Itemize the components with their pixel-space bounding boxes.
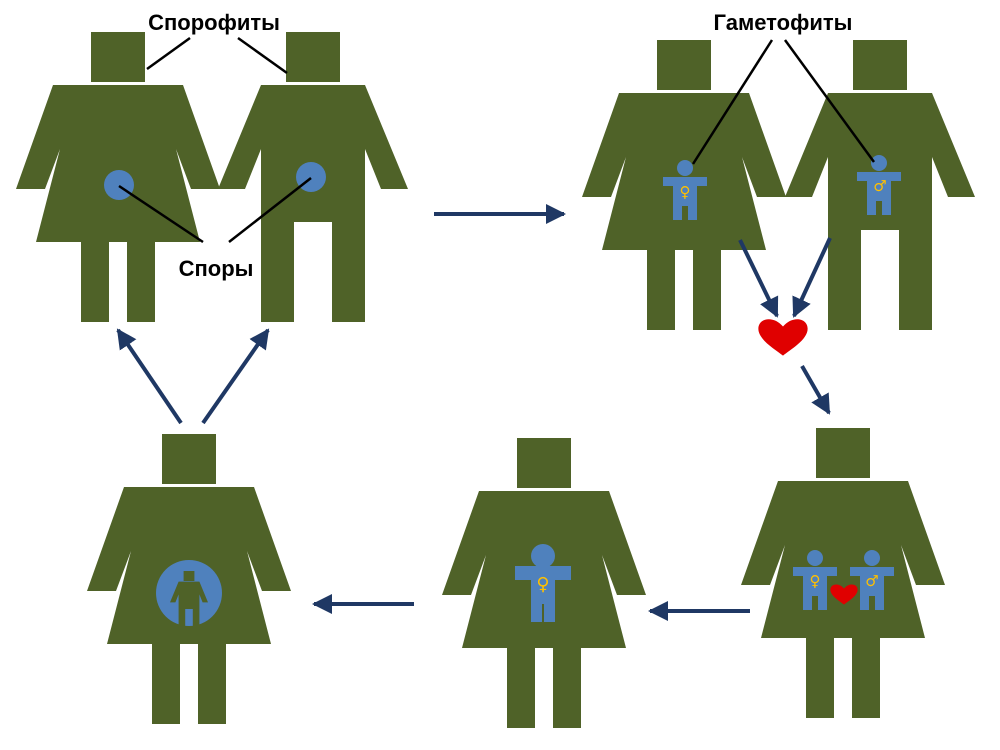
female-symbol-icon: ♀ <box>810 572 821 590</box>
spore-female <box>104 170 134 200</box>
sporophytes-label: Спорофиты <box>148 10 280 35</box>
heart-icon <box>758 319 808 356</box>
female-symbol-icon: ♀ <box>680 183 691 201</box>
female-symbol-icon: ♀ <box>536 574 549 595</box>
male-symbol-icon: ♂ <box>865 572 878 590</box>
gametophytes-label: Гаметофиты <box>714 10 853 35</box>
arrow-icon <box>738 239 779 318</box>
gametophyte-pointer-lines <box>691 39 876 165</box>
sporophyte-pointer-lines <box>118 36 312 244</box>
male-symbol-icon: ♂ <box>873 177 886 195</box>
arrow-icon <box>800 365 831 415</box>
zygote-icon <box>515 544 571 622</box>
spores-label: Споры <box>179 256 254 281</box>
arrow-icon <box>201 328 270 425</box>
fertilization-figure <box>741 428 945 718</box>
arrow-icon <box>116 328 183 425</box>
arrow-icon <box>792 237 832 318</box>
